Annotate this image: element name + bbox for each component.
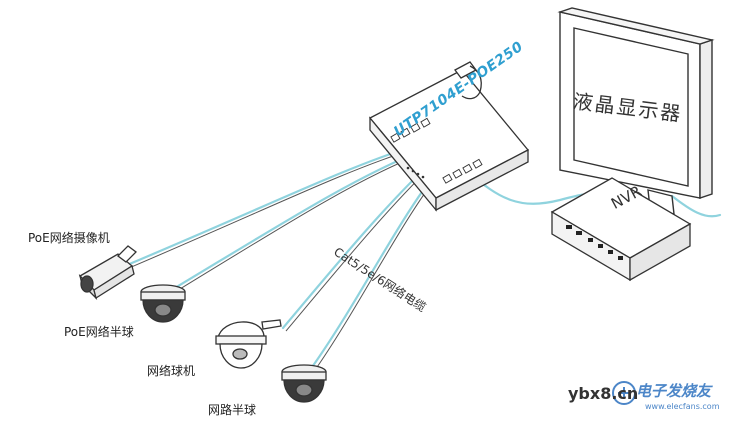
elecfans-logo-icon	[612, 381, 636, 405]
watermark-site: ybx8.cn	[568, 384, 639, 403]
cable-to-poe-camera	[118, 146, 410, 270]
poe-camera-icon	[78, 245, 137, 301]
port-dots	[406, 166, 425, 179]
cable-monitor-nvr	[670, 194, 722, 218]
cable-to-poe-dome	[158, 151, 418, 299]
watermark-url: www.elecfans.com	[645, 402, 720, 411]
nvr-box	[550, 177, 692, 282]
poe-switch	[368, 61, 530, 212]
monitor	[557, 7, 715, 215]
ptz-camera-icon	[215, 319, 282, 369]
poe-dome-icon	[140, 284, 186, 323]
label-network-ptz: 网络球机	[147, 364, 196, 378]
label-network-dome: 网路半球	[208, 403, 257, 417]
label-poe-camera: PoE网络摄像机	[28, 231, 110, 245]
watermark-brand: 电子发烧友	[636, 382, 712, 400]
network-dome-icon	[281, 364, 327, 403]
label-poe-dome: PoE网络半球	[64, 325, 134, 339]
